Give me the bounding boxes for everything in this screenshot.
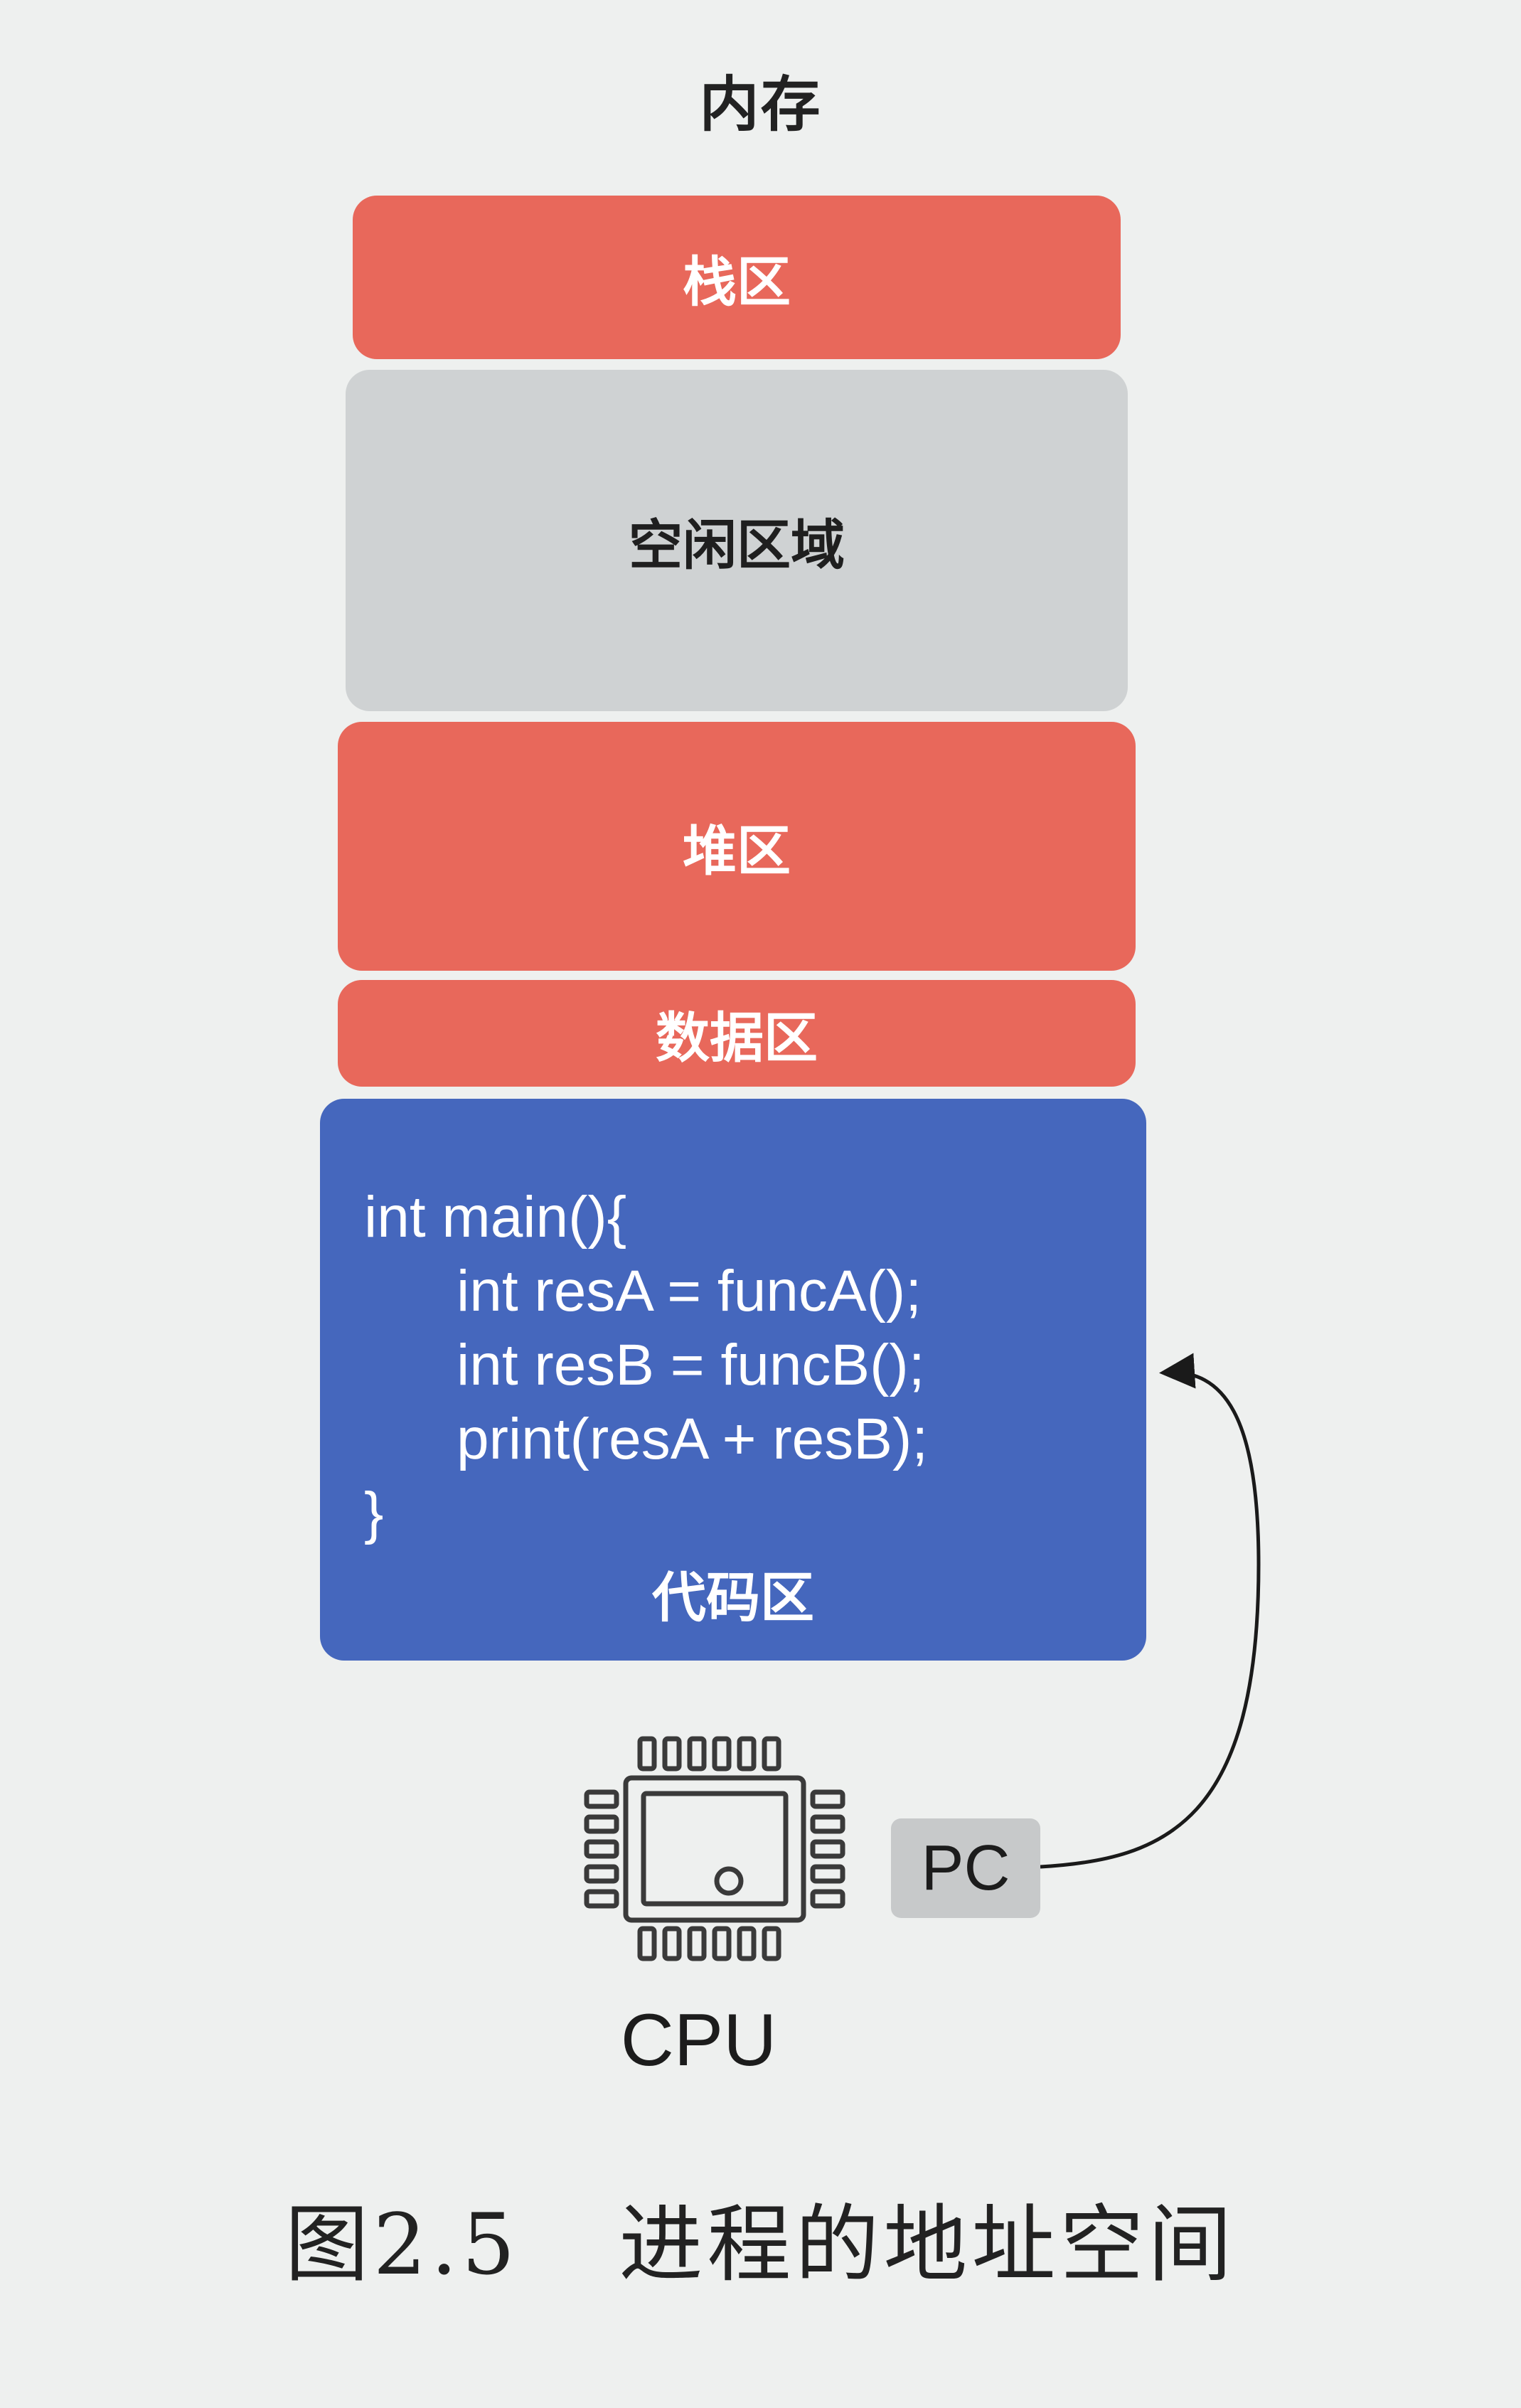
data-label: 数据区: [656, 1006, 818, 1070]
pc-arrow: [1040, 1353, 1261, 1869]
heap-label: 堆区: [683, 819, 791, 883]
cpu-chip-icon: [584, 1736, 845, 1961]
cpu-label: CPU: [620, 1999, 777, 2082]
memory-title: 内存: [699, 70, 822, 139]
code-line: int main(){: [364, 1185, 627, 1250]
stack-segment: 栈区: [353, 196, 1121, 359]
code-listing: int main(){ int resA = funcA(); int resB =…: [364, 1181, 928, 1550]
code-segment: int main(){ int resA = funcA(); int resB =…: [320, 1099, 1146, 1661]
free-label: 空闲区域: [629, 513, 845, 577]
data-segment: 数据区: [338, 980, 1136, 1087]
pc-label: PC: [921, 1832, 1010, 1904]
figure-number: 图2.5: [284, 2195, 520, 2294]
code-line: int resB = funcB();: [457, 1333, 925, 1397]
code-line: print(resA + resB);: [457, 1407, 929, 1471]
figure-title: 进程的地址空间: [619, 2195, 1237, 2294]
free-segment: 空闲区域: [346, 370, 1128, 711]
heap-segment: 堆区: [338, 722, 1136, 971]
figure-caption: 图2.5 进程的地址空间: [0, 2176, 1521, 2298]
code-line: int resA = funcA();: [457, 1259, 922, 1323]
code-label: 代码区: [652, 1566, 814, 1629]
stack-label: 栈区: [683, 250, 791, 314]
code-line: }: [364, 1481, 384, 1545]
pc-register: PC: [891, 1818, 1040, 1918]
